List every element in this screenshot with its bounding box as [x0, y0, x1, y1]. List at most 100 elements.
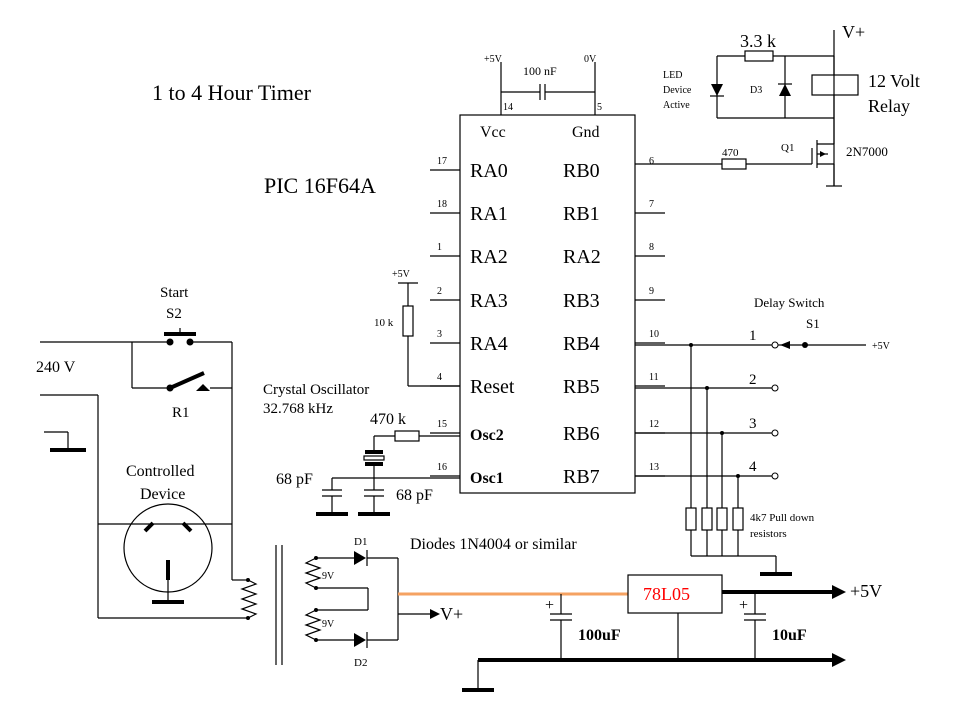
pulldown-resistor: [685, 507, 697, 531]
chip-pin-label: RA0: [470, 160, 508, 182]
chip-pin-label: RA1: [470, 203, 508, 225]
chip-pin-label: RB6: [563, 423, 600, 445]
start-label: Start: [160, 285, 189, 301]
chip-pin-number: 4: [437, 372, 442, 383]
switch-position-4: 4: [749, 459, 757, 475]
chip-name: PIC 16F64A: [264, 173, 376, 198]
chip-pin-label: Osc1: [470, 470, 504, 487]
resistor-3k3: [744, 50, 774, 62]
diodes-label: Diodes 1N4004 or similar: [410, 536, 577, 553]
vcc-pin-number: 14: [503, 102, 513, 113]
chip-pin-number: 11: [649, 372, 659, 383]
relay-label-line1: 12 Volt: [868, 71, 920, 91]
diode-d2: [354, 633, 366, 647]
oscillator-label-line2: 32.768 kHz: [263, 401, 333, 417]
diagram-title: 1 to 4 Hour Timer: [152, 80, 312, 105]
d3-label: D3: [750, 85, 762, 96]
relay-label-line2: Relay: [868, 96, 910, 116]
cap1-label: 100uF: [578, 627, 621, 644]
chip-pin-label: RB7: [563, 466, 600, 488]
pulldown-label-line1: 4k7 Pull down: [750, 512, 815, 524]
crystal-oscillator: Crystal Oscillator 32.768 kHz 470 k 68 p…: [263, 382, 460, 516]
chip-vcc-label: Vcc: [480, 124, 506, 141]
chip-pin-number: 7: [649, 199, 654, 210]
resistor-10k: [402, 305, 414, 337]
r1-label: R1: [172, 405, 190, 421]
chip-pin-number: 18: [437, 199, 447, 210]
decoupling-cap-value: 100 nF: [523, 64, 557, 78]
chip-pin-number: 10: [649, 329, 659, 340]
chip-pin-number: 12: [649, 419, 659, 430]
switch-plus5v: +5V: [872, 341, 891, 352]
chip-pin-number: 15: [437, 419, 447, 430]
switch-contact-3: [771, 429, 779, 437]
chip-pin-label: Reset: [470, 376, 515, 398]
cap2-label: 10uF: [772, 627, 807, 644]
cap1-plus: +: [545, 597, 554, 614]
chip-pin-label: Osc2: [470, 427, 504, 444]
chip-pin-number: 6: [649, 156, 654, 167]
relay-coil: [811, 74, 859, 96]
s2-label: S2: [166, 306, 182, 322]
pulldown-label-line2: resistors: [750, 528, 787, 540]
reset-plus5v: +5V: [392, 269, 411, 280]
chip-pin-label: RB4: [563, 333, 600, 355]
regulator-label: 78L05: [643, 584, 690, 604]
chip-pin-number: 8: [649, 242, 654, 253]
winding-2-label: 9V: [322, 619, 335, 630]
delay-switch: Delay Switch S1 1 2 3 4 +5V: [635, 295, 891, 576]
switch-contact-1: [771, 341, 779, 349]
diode-d1: [354, 551, 366, 565]
chip-pin-number: 13: [649, 462, 659, 473]
osc-resistor-label: 470 k: [370, 411, 406, 428]
delay-switch-label: Delay Switch: [754, 295, 825, 310]
switch-position-3: 3: [749, 416, 757, 432]
voltage-label: 240 V: [36, 359, 76, 376]
relay-vplus-label: V+: [842, 22, 865, 42]
fet-label: 2N7000: [846, 144, 888, 159]
oscillator-label-line1: Crystal Oscillator: [263, 382, 369, 398]
chip-pin-label: RB3: [563, 290, 600, 312]
switch-position-1: 1: [749, 328, 757, 344]
switch-contact-2: [771, 384, 779, 392]
chip-pin-label: RA2: [470, 246, 508, 268]
reset-resistor-label: 10 k: [374, 317, 394, 329]
chip-pin-number: 17: [437, 156, 447, 167]
chip-gnd-label: Gnd: [572, 124, 600, 141]
output-plus5v-label: +5V: [850, 581, 882, 601]
chip-pin-number: 3: [437, 329, 442, 340]
led-label-line2: Device: [663, 85, 692, 96]
chip-pin-label: RB5: [563, 376, 600, 398]
d3-diode-symbol: [779, 84, 791, 96]
cap2-plus: +: [739, 597, 748, 614]
chip-pin-label: RA4: [470, 333, 508, 355]
switch-contact-4: [771, 472, 779, 480]
relay-section: V+ 3.3 k D3 LED Device Active 12 Volt Re…: [635, 22, 920, 187]
resistor-3k3-label: 3.3 k: [740, 31, 776, 51]
switch-position-2: 2: [749, 372, 757, 388]
q1-label: Q1: [781, 142, 794, 154]
pulldown-resistor: [716, 507, 728, 531]
resistor-470k: [394, 430, 420, 442]
led-diode-symbol: [711, 84, 723, 96]
decoupling-plus5v: +5V: [484, 54, 503, 65]
reset-pullup: +5V 10 k: [374, 269, 460, 387]
delay-switch-name: S1: [806, 316, 820, 331]
device-label-line1: Controlled: [126, 463, 194, 480]
led-label-line3: Active: [663, 100, 690, 111]
transformer: 9V 9V: [240, 545, 335, 665]
resistor-470: [721, 158, 747, 170]
d2-label: D2: [354, 657, 367, 669]
chip-pin-number: 1: [437, 242, 442, 253]
chip-pin-label: RA2: [563, 246, 601, 268]
gate-resistor-label: 470: [722, 147, 739, 159]
chip-pin-number: 2: [437, 286, 442, 297]
chip-pin-label: RB0: [563, 160, 600, 182]
osc-cap1-label: 68 pF: [276, 471, 313, 488]
d1-label: D1: [354, 536, 367, 548]
device-label-line2: Device: [140, 486, 185, 503]
osc-cap2-label: 68 pF: [396, 487, 433, 504]
chip-pin-number: 16: [437, 462, 447, 473]
